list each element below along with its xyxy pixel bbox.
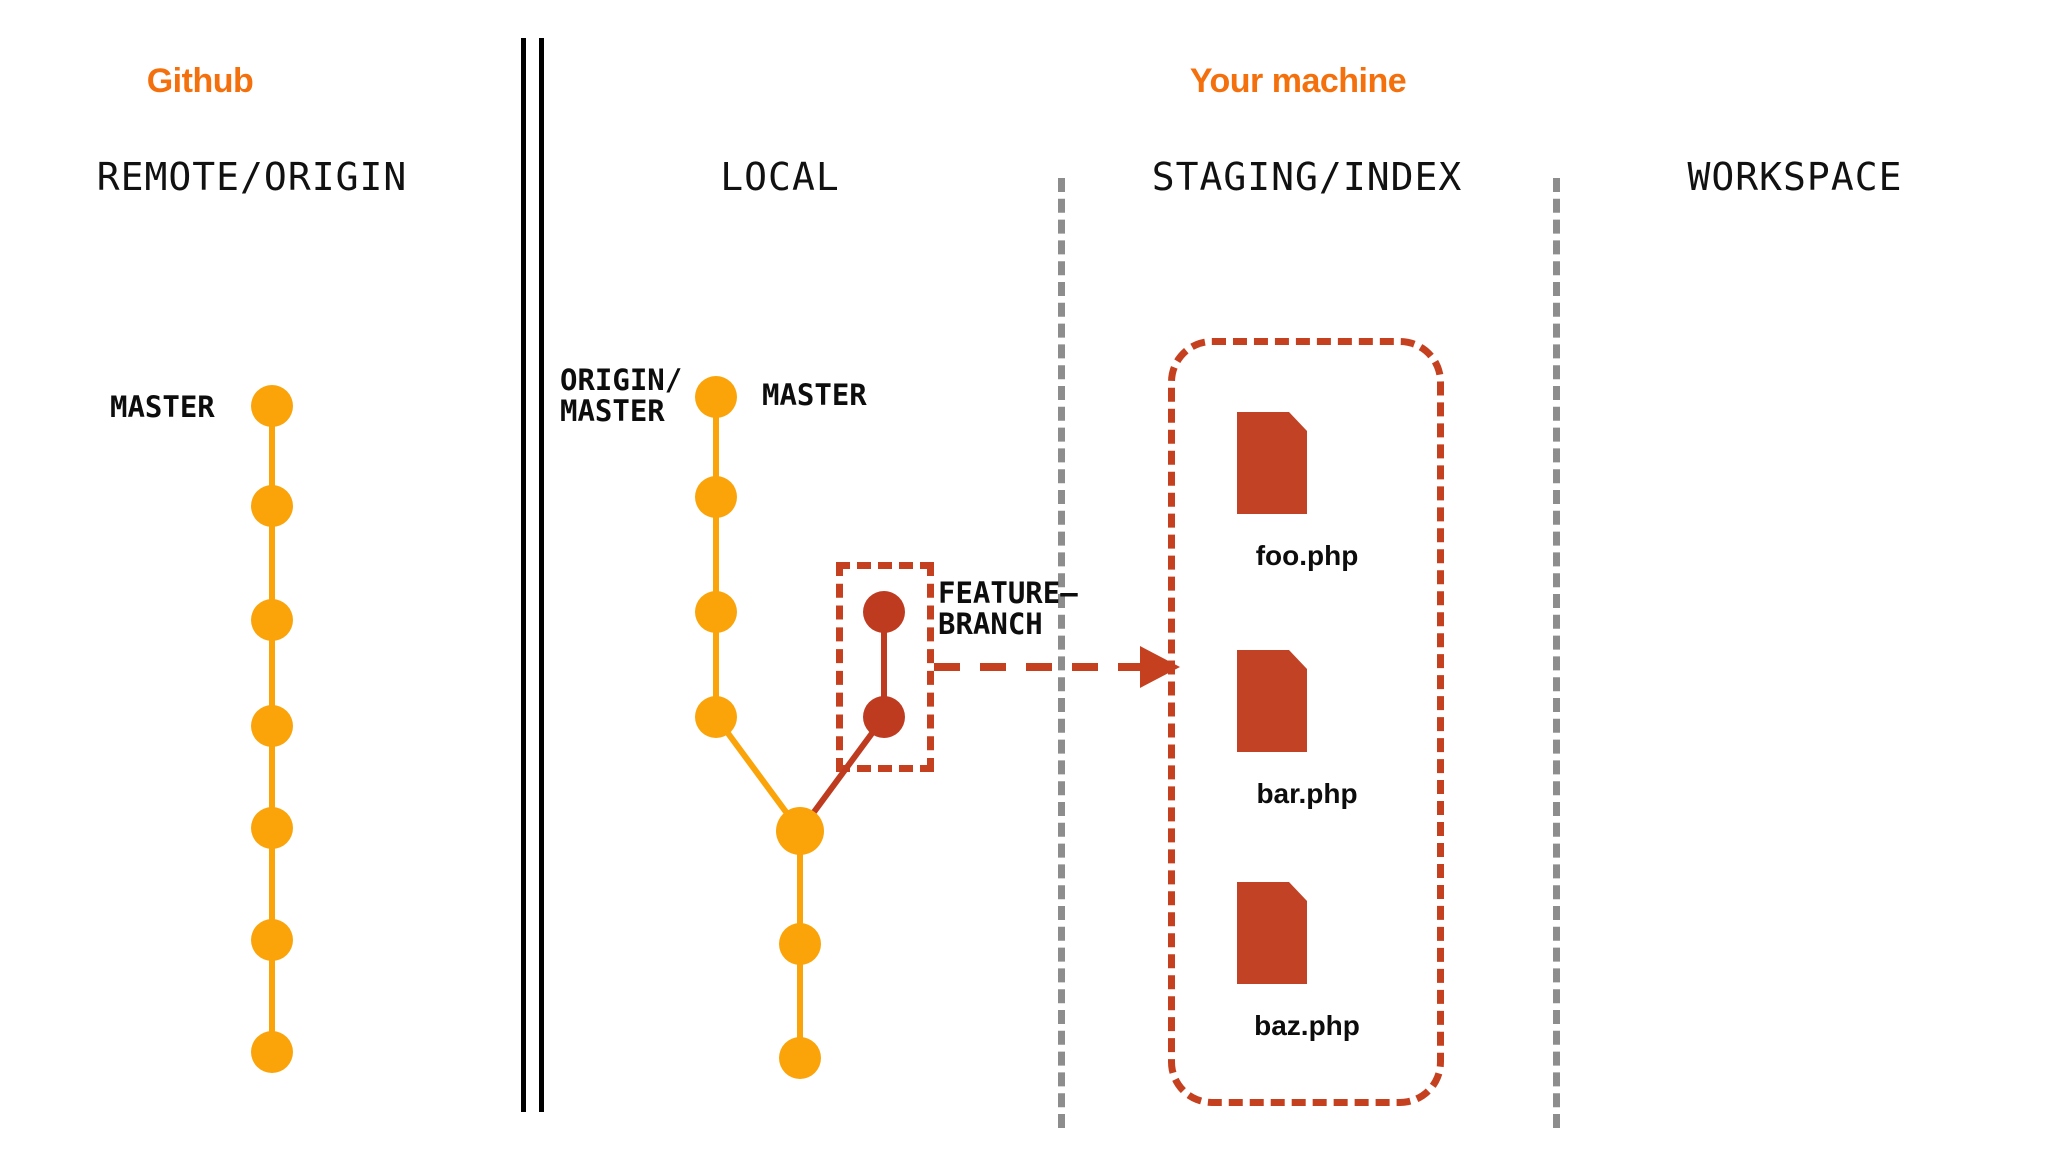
- file-label-foo-php: foo.php: [1255, 540, 1359, 571]
- branch-label-remote-master: MASTER: [110, 390, 215, 424]
- commit-dot: [251, 385, 293, 427]
- local-commit-dots: [695, 376, 824, 1079]
- merge-commit-dot: [776, 807, 824, 855]
- github-machine-divider-line-2: [539, 38, 544, 1112]
- file-label-bar-php: bar.php: [1256, 778, 1358, 809]
- column-label-staging-index: STAGING/INDEX: [1151, 155, 1463, 199]
- branch-label-local-master: MASTER: [762, 378, 867, 412]
- local-master-line: [713, 397, 803, 1058]
- remote-commit-dots: [251, 385, 293, 1073]
- column-label-remote-origin: REMOTE/ORIGIN: [96, 155, 408, 199]
- feature-branch-box: [836, 562, 934, 772]
- file-label-baz-php: baz.php: [1254, 1010, 1360, 1041]
- commit-dot: [251, 485, 293, 527]
- commit-dot: [251, 1031, 293, 1073]
- commit-dot: [251, 919, 293, 961]
- commit-dot: [695, 696, 737, 738]
- column-label-workspace: WORKSPACE: [1687, 155, 1903, 199]
- commit-dot: [251, 807, 293, 849]
- file-icon-bar-php: [1237, 650, 1307, 757]
- github-machine-divider-line-1: [521, 38, 526, 1112]
- zone-title-your-machine: Your machine: [1189, 62, 1407, 100]
- commit-dot: [695, 476, 737, 518]
- staging-workspace-separator: [1553, 178, 1560, 1128]
- column-label-local: LOCAL: [720, 155, 840, 199]
- commit-dot: [695, 591, 737, 633]
- file-icon-foo-php: [1237, 412, 1307, 519]
- commit-dot: [251, 705, 293, 747]
- file-icon-baz-php: [1237, 882, 1307, 989]
- commit-dot: [251, 599, 293, 641]
- staging-area-box: [1168, 338, 1444, 1106]
- commit-dot: [779, 923, 821, 965]
- branch-label-feature-branch: FEATURE– BRANCH: [938, 576, 1078, 642]
- commit-dot: [695, 376, 737, 418]
- commit-dot: [779, 1037, 821, 1079]
- branch-label-origin-master: ORIGIN/ MASTER: [560, 363, 683, 429]
- zone-title-github: Github: [146, 62, 254, 100]
- local-staging-separator: [1058, 178, 1065, 1128]
